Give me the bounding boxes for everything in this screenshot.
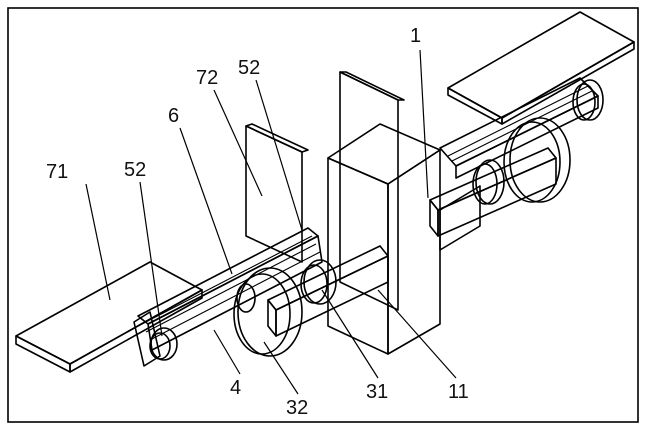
right-large-wheel: [503, 117, 571, 203]
left-plate: [15, 261, 203, 373]
label-small-wheel: 31: [366, 381, 388, 403]
label-body: 1: [410, 25, 421, 47]
leader-lines: [85, 49, 457, 395]
left-end-pulley: [133, 311, 178, 367]
label-plate-left: 71: [46, 161, 68, 183]
right-end-pulley: [572, 79, 604, 121]
label-roller: 4: [230, 377, 241, 399]
label-arm: 11: [448, 381, 469, 403]
label-pulley-mid: 52: [238, 57, 260, 79]
left-arm: [267, 245, 389, 337]
upright-plate-back: [339, 71, 405, 311]
label-belt: 6: [168, 105, 179, 127]
large-wheel: [233, 267, 303, 357]
figure-frame: [7, 7, 639, 423]
right-plate: [447, 11, 635, 125]
right-arm: [429, 147, 557, 237]
upright-plate-left: [245, 123, 309, 263]
label-pulley-left: 52: [124, 159, 146, 181]
main-body: [327, 123, 481, 355]
label-large-wheel: 32: [286, 397, 308, 419]
label-plate-upright: 72: [196, 67, 218, 89]
